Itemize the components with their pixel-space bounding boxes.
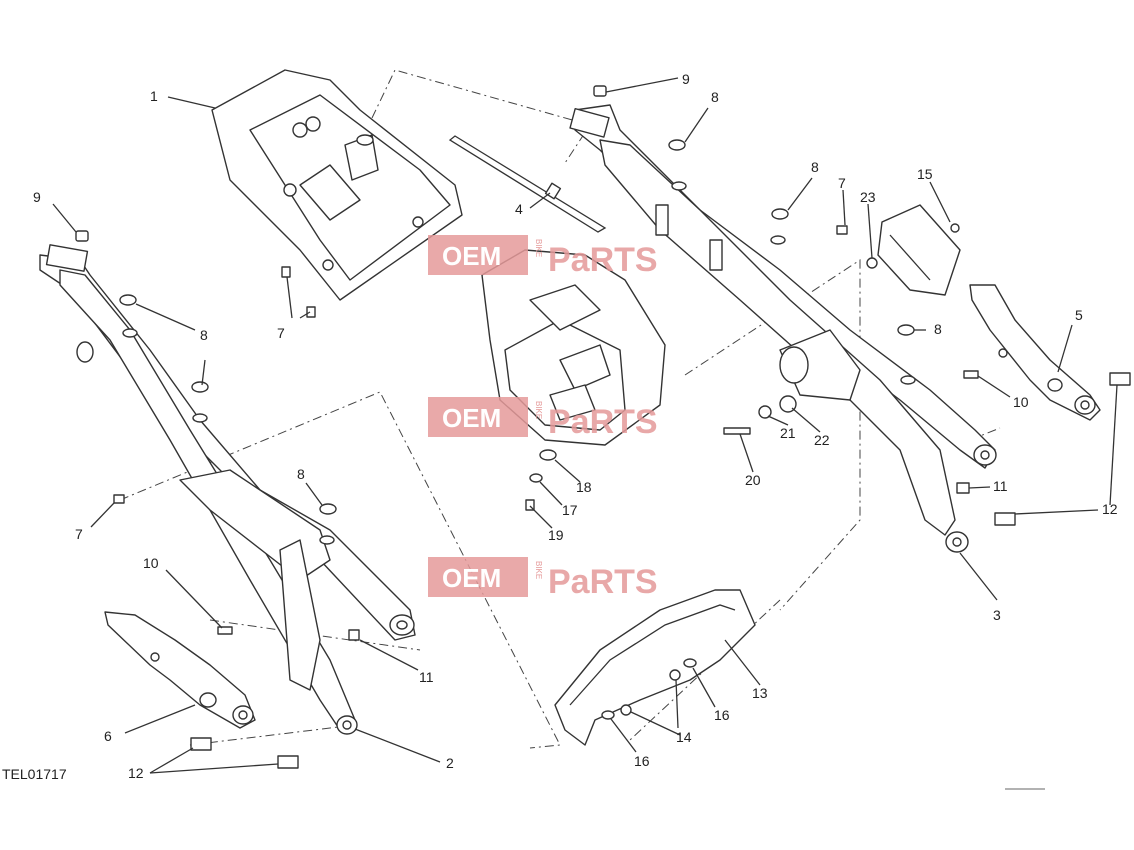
callout-4: 4	[515, 201, 523, 217]
callout-15: 15	[917, 166, 933, 182]
callout-11-right: 11	[993, 478, 1008, 494]
right-subframe-part-3	[569, 104, 997, 553]
callout-10-right: 10	[1013, 394, 1029, 410]
left-bracket-part-6	[104, 611, 256, 729]
callout-8-right-top: 8	[711, 89, 719, 105]
callout-16-lower: 16	[634, 753, 650, 769]
callout-8-left-top: 8	[200, 327, 208, 343]
callout-9-left: 9	[33, 189, 41, 205]
watermark-middle: OEM BIKE PaRTS	[428, 397, 658, 441]
svg-text:BIKE: BIKE	[534, 239, 543, 257]
callout-7-right: 7	[838, 175, 846, 191]
callout-9-right: 9	[682, 71, 690, 87]
callout-labels: 1 2 3 4 5 6 7 7 7 8 8 8 8 8 9 9 10 10 11…	[33, 71, 1118, 781]
callout-18: 18	[576, 479, 592, 495]
svg-text:BIKE: BIKE	[534, 401, 543, 419]
callout-2: 2	[446, 755, 454, 771]
leader-lines	[52, 77, 1118, 774]
callout-7-left: 7	[75, 526, 83, 542]
svg-text:PaRTS: PaRTS	[548, 403, 658, 441]
callout-5: 5	[1075, 307, 1083, 323]
callout-6: 6	[104, 728, 112, 744]
left-subframe-part-2	[39, 244, 416, 735]
callout-23: 23	[860, 189, 876, 205]
svg-text:BIKE: BIKE	[534, 561, 543, 579]
callout-8-right-middle: 8	[811, 159, 819, 175]
svg-text:OEM: OEM	[442, 241, 501, 271]
watermark-top: OEM BIKE PaRTS	[428, 235, 658, 279]
callout-20: 20	[745, 472, 761, 488]
callout-8-left-bottom: 8	[297, 466, 305, 482]
callout-8-right-bottom: 8	[934, 321, 942, 337]
drawing-code: TEL01717	[2, 766, 67, 782]
right-bracket-part-5	[969, 284, 1101, 421]
callout-11-left: 11	[419, 669, 434, 685]
watermark-bottom: OEM BIKE PaRTS	[428, 557, 658, 601]
rear-cover-part-13	[554, 589, 756, 746]
svg-text:PaRTS: PaRTS	[548, 563, 658, 601]
callout-19: 19	[548, 527, 564, 543]
callout-12-left: 12	[128, 765, 144, 781]
callout-10-left: 10	[143, 555, 159, 571]
cable-tie-part-4	[448, 135, 607, 233]
callout-12-right: 12	[1102, 501, 1118, 517]
callout-21: 21	[780, 425, 796, 441]
callout-1: 1	[150, 88, 158, 104]
callout-16-upper: 16	[714, 707, 730, 723]
electrics-tray	[481, 249, 666, 511]
fasteners	[75, 85, 1131, 769]
svg-text:OEM: OEM	[442, 563, 501, 593]
rear-undertray-part-1	[211, 69, 463, 301]
svg-text:PaRTS: PaRTS	[548, 241, 658, 279]
module-part-15	[877, 204, 961, 296]
callout-17: 17	[562, 502, 578, 518]
callout-13: 13	[752, 685, 768, 701]
callout-7-undertray: 7	[277, 325, 285, 341]
callout-3: 3	[993, 607, 1001, 623]
callout-22: 22	[814, 432, 830, 448]
callout-14: 14	[676, 729, 692, 745]
svg-text:OEM: OEM	[442, 403, 501, 433]
